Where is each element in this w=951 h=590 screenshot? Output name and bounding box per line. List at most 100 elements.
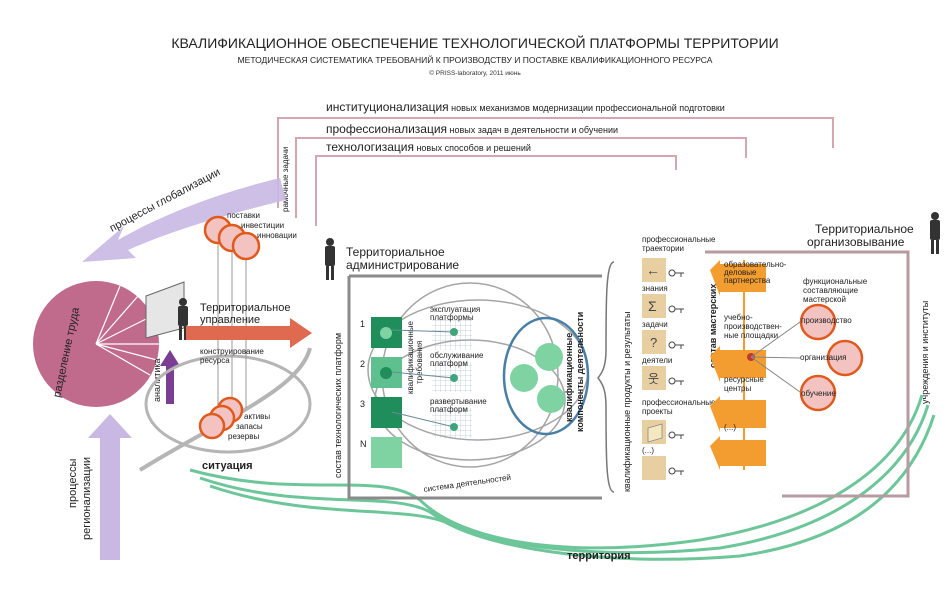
qual-products-label: квалификационные продукты и результаты bbox=[622, 312, 632, 492]
admin-title-1: Территориальное bbox=[346, 245, 445, 259]
resource-nodes-lower bbox=[198, 396, 244, 440]
stocks-label: запасы bbox=[236, 422, 263, 431]
bracket-keyword: институционализация bbox=[326, 100, 449, 114]
service-label-2: платформ bbox=[430, 359, 468, 368]
arrow-left-icon: ← bbox=[646, 262, 660, 278]
platform-row-n: N bbox=[360, 439, 367, 449]
bracket-rest: новых механизмов модернизации профессион… bbox=[449, 103, 725, 113]
platform-grids bbox=[391, 320, 472, 438]
qual-components-label-1: квалификационные bbox=[564, 333, 574, 422]
situation-swoosh bbox=[138, 347, 312, 472]
deploy-label-1: развертывание bbox=[430, 397, 487, 406]
org-frame bbox=[705, 250, 910, 498]
organization-label: организация bbox=[800, 353, 846, 362]
products-brace bbox=[597, 261, 615, 493]
platform-3 bbox=[371, 397, 402, 428]
assets-label: активы bbox=[244, 412, 270, 421]
training-sites-label-2: производствен- bbox=[724, 322, 782, 331]
prof-projects-label-1: профессиональные bbox=[642, 398, 716, 407]
page-title: КВАЛИФИКАЦИОННОЕ ОБЕСПЕЧЕНИЕ ТЕХНОЛОГИЧЕ… bbox=[171, 34, 778, 51]
bracket-keyword: технологизация bbox=[326, 140, 414, 154]
workshop-composition-label: состав мастерских bbox=[708, 284, 718, 368]
platform-row-3: 3 bbox=[360, 399, 365, 409]
production-label: производство bbox=[801, 316, 852, 325]
node-organization bbox=[826, 339, 864, 377]
deliveries-label: поставки bbox=[227, 211, 260, 220]
svg-text:институционализация новых меха: институционализация новых механизмов мод… bbox=[326, 100, 725, 114]
page-subtitle: МЕТОДИЧЕСКАЯ СИСТЕМАТИКА ТРЕБОВАНИЙ К ПР… bbox=[238, 54, 713, 65]
copyright-note: © PRISS-laboratory, 2011 июнь bbox=[429, 69, 521, 77]
institutions-label: учреждения и институты bbox=[920, 301, 930, 404]
key-icon bbox=[668, 269, 684, 475]
platform-squares bbox=[371, 317, 402, 468]
person-icon bbox=[178, 298, 188, 340]
resource-centers-label-1: ресурсные bbox=[724, 375, 764, 384]
etc-label-products: (...) bbox=[642, 446, 654, 455]
exploitation-label-2: платформы bbox=[430, 313, 474, 322]
territory-bands bbox=[189, 394, 936, 561]
platform-n bbox=[371, 437, 402, 468]
edu-partnerships-label-2: деловые bbox=[724, 268, 757, 277]
svg-text:профессионализация новых задач: профессионализация новых задач в деятель… bbox=[326, 122, 618, 136]
territory-label: территория bbox=[567, 550, 631, 562]
bracket-professionalization: профессионализация новых задач в деятель… bbox=[295, 122, 747, 218]
prof-projects-label-2: проекты bbox=[642, 407, 673, 416]
service-label-1: обслуживание bbox=[430, 351, 484, 360]
bracket-keyword: профессионализация bbox=[326, 122, 447, 136]
terr-mgmt-label-1: Территориальное bbox=[200, 302, 290, 314]
edu-partnerships-label-1: образовательно- bbox=[724, 260, 787, 269]
qual-req-label-1: квалификационные bbox=[406, 320, 415, 394]
resource-design-label-2: ресурса bbox=[200, 356, 230, 365]
regionalization-label-2: регионализации bbox=[81, 457, 93, 540]
terr-org-title-1: Территориальное bbox=[815, 222, 914, 236]
analytics-arrow bbox=[160, 350, 180, 404]
node-training bbox=[799, 374, 837, 412]
svg-text:технологизация новых способов: технологизация новых способов и решений bbox=[326, 140, 531, 154]
book-icon bbox=[647, 423, 663, 443]
teacher-icon: 웃 bbox=[648, 372, 659, 386]
qual-components-label-2: компоненты деятельности bbox=[575, 312, 585, 432]
platform-row-1: 1 bbox=[360, 319, 365, 329]
territorial-management-arrow bbox=[186, 318, 312, 348]
functional-label-1: функциональные bbox=[803, 277, 868, 286]
training-sites-label-1: учебно- bbox=[724, 313, 753, 322]
qual-components-circles bbox=[510, 343, 565, 413]
terr-mgmt-label-2: управление bbox=[200, 314, 260, 326]
functional-label-2: составляющие bbox=[803, 286, 859, 295]
workshop-arrows bbox=[710, 260, 766, 470]
globalization-arrow bbox=[82, 178, 286, 262]
question-icon: ? bbox=[650, 335, 657, 350]
frame-tasks-label: рамочные задачи bbox=[281, 147, 290, 212]
situation-label: ситуация bbox=[202, 460, 253, 472]
division-of-labor-pie bbox=[33, 281, 159, 407]
investments-label: инвестиции bbox=[241, 221, 284, 230]
resource-centers-label-2: центры bbox=[724, 384, 751, 393]
reserves-label: резервы bbox=[228, 432, 259, 441]
functional-label-3: мастерской bbox=[803, 295, 846, 304]
bracket-institutionalization: институционализация новых механизмов мод… bbox=[277, 100, 834, 208]
etc-label-workshops: (...) bbox=[724, 423, 736, 432]
person-icon bbox=[325, 238, 335, 280]
deploy-label-2: платформ bbox=[430, 405, 468, 414]
bracket-rest: новых способов и решений bbox=[414, 143, 531, 153]
actors-label: деятели bbox=[642, 356, 672, 365]
node-production bbox=[799, 303, 837, 341]
terr-org-title-2: организовывание bbox=[807, 235, 905, 249]
tasks-label: задачи bbox=[642, 320, 668, 329]
bracket-technologization: технологизация новых способов и решений bbox=[315, 140, 677, 226]
qual-components-ellipse bbox=[502, 316, 590, 436]
functional-connectors bbox=[750, 321, 801, 393]
regionalization-arrow bbox=[88, 414, 132, 560]
resource-design-label-1: конструирование bbox=[200, 347, 264, 356]
node-reserves bbox=[198, 412, 226, 440]
training-sites-label-3: ные площадки bbox=[724, 331, 778, 340]
qual-req-label-2: требования bbox=[415, 341, 424, 384]
bracket-rest: новых задач в деятельности и обучении bbox=[447, 125, 618, 135]
node-innovations bbox=[231, 231, 261, 261]
innovations-label: инновации bbox=[257, 231, 297, 240]
admin-frame bbox=[347, 274, 602, 500]
training-label: обучение bbox=[801, 389, 836, 398]
resource-nodes-upper bbox=[203, 215, 261, 261]
edu-partnerships-label-3: партнерства bbox=[724, 276, 771, 285]
admin-title-2: администрирование bbox=[346, 258, 459, 272]
